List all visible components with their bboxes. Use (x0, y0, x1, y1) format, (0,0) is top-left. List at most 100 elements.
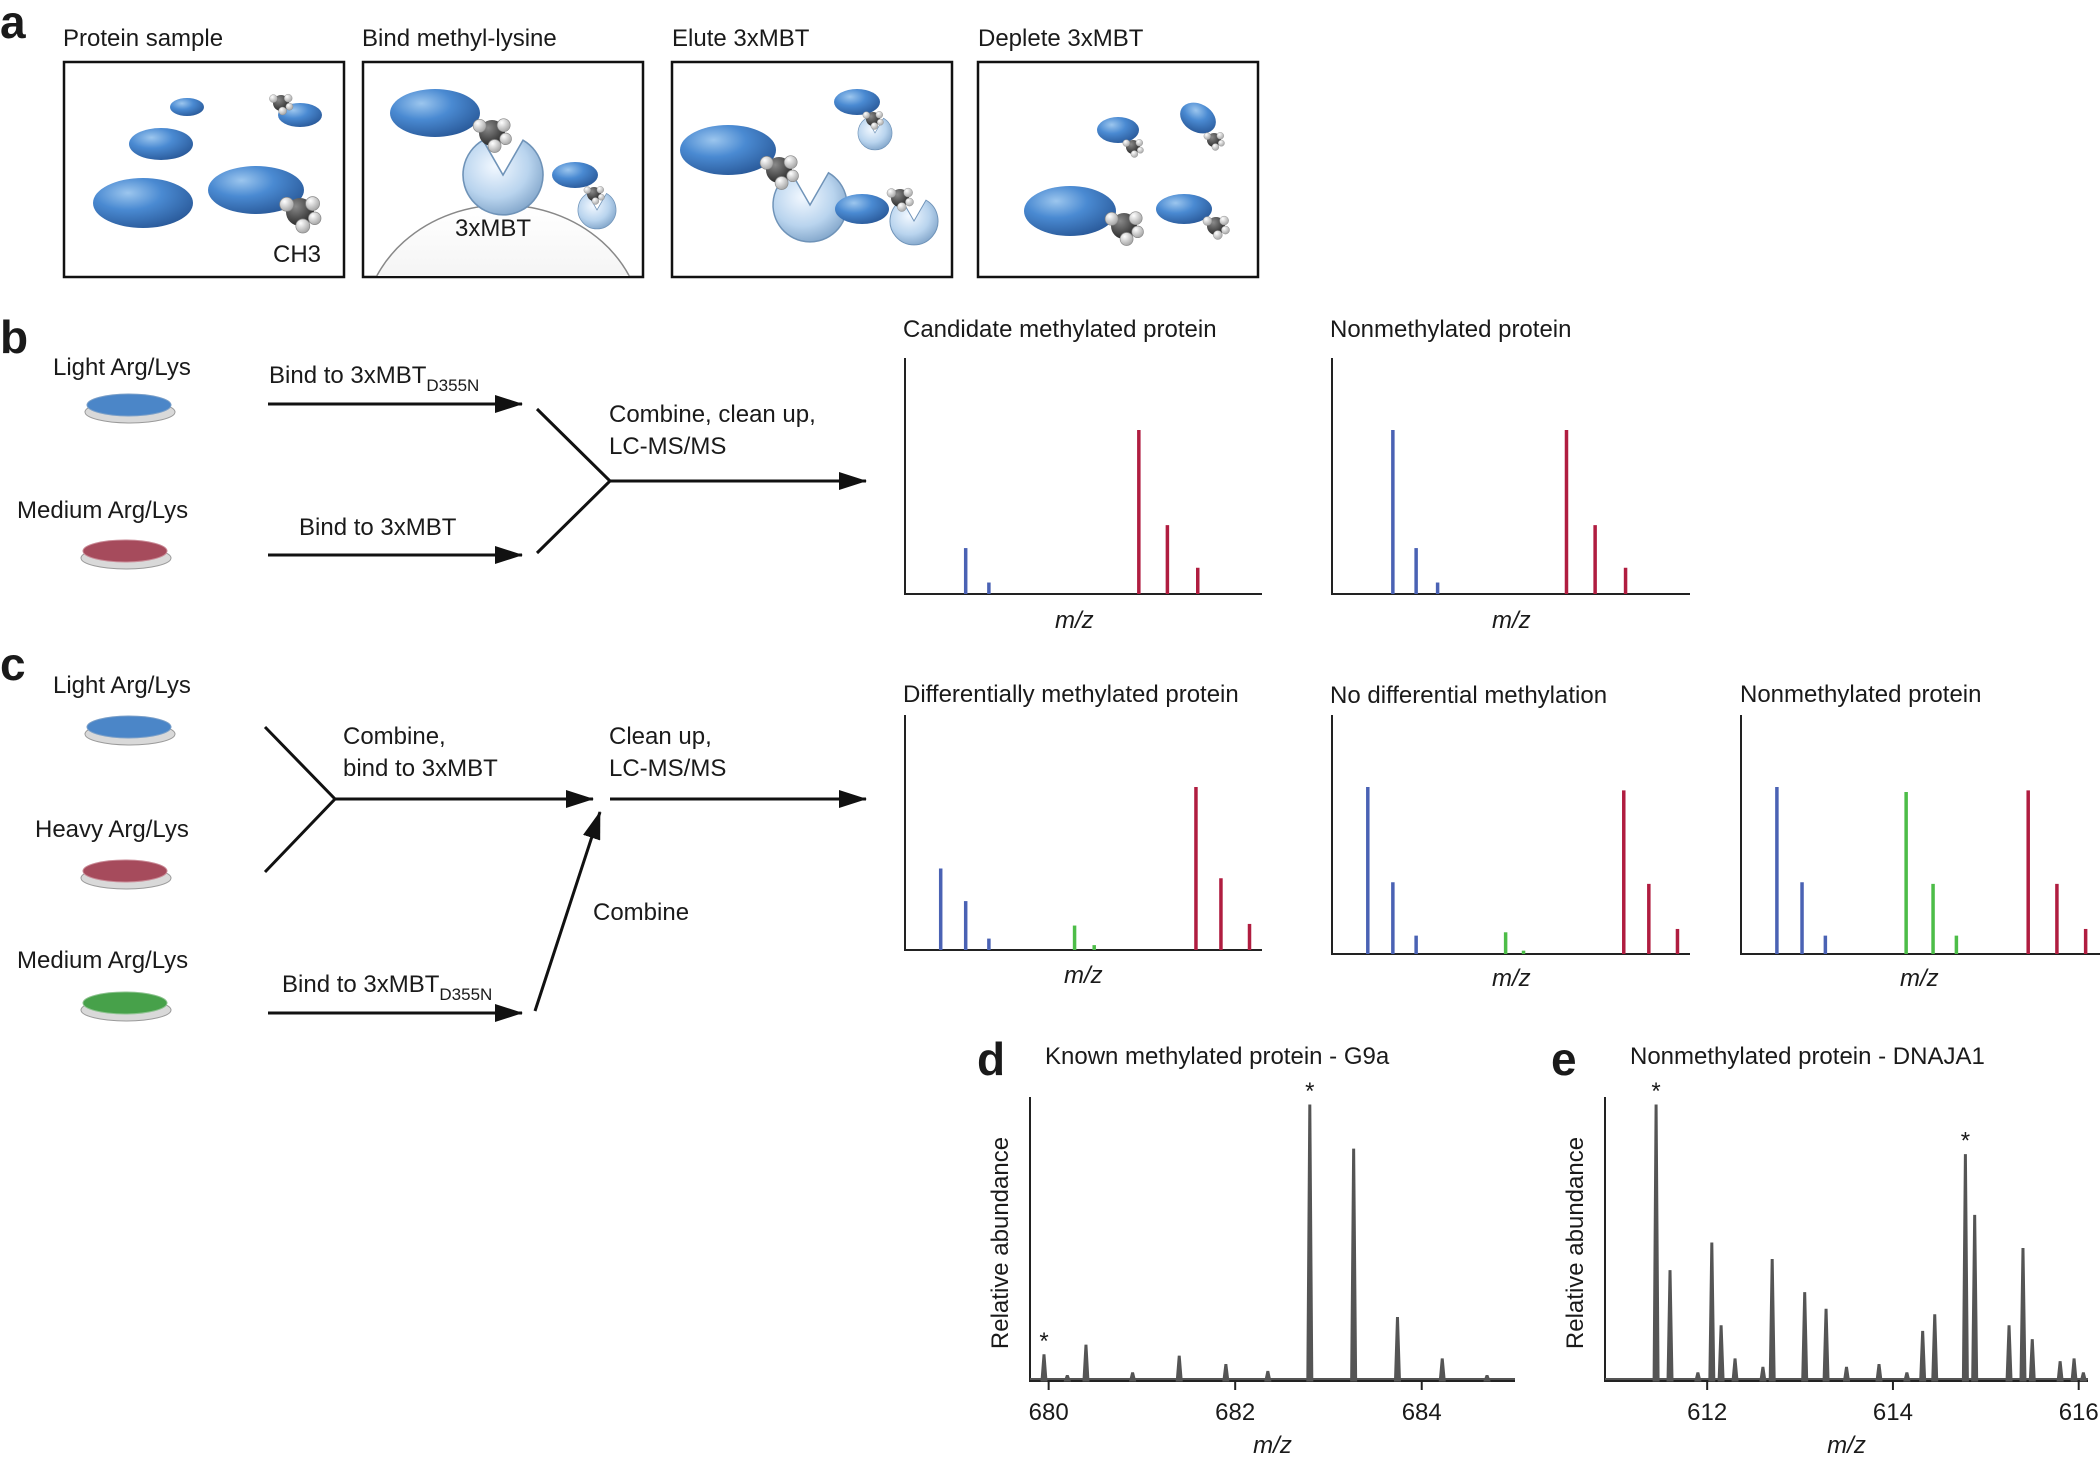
x-tick-label: 616 (2059, 1399, 2099, 1426)
spectrum-peak (2005, 1325, 2013, 1382)
dish-label-heavy-c: Heavy Arg/Lys (35, 816, 189, 843)
peak-star-marker: * (1961, 1128, 1970, 1155)
dish-label-light-c: Light Arg/Lys (53, 672, 191, 699)
plot-b-nonmethylated (1331, 358, 1690, 595)
step-clean-line1: Clean up, (609, 723, 712, 750)
peak-star-marker: * (1305, 1078, 1314, 1105)
spectrum-peak (2079, 1372, 2087, 1382)
spectrum-peak (1708, 1242, 1716, 1382)
xlabel: m/z (1827, 1432, 1866, 1458)
ch3-label: CH3 (273, 241, 321, 268)
step-combine-clean-line2: LC-MS/MS (609, 433, 726, 460)
peak-star-marker: * (1651, 1078, 1660, 1105)
x-tick-label: 614 (1873, 1399, 1913, 1426)
spectrum-peak (1483, 1374, 1491, 1382)
step-bind-3xmbt: Bind to 3xMBT (299, 514, 457, 541)
spectrum-peak (1971, 1214, 1979, 1382)
spectrum-peak (1222, 1363, 1230, 1382)
dish-label-medium-c: Medium Arg/Lys (17, 947, 188, 974)
plot-c-no-differential (1331, 715, 1690, 955)
spectrum-peak (1175, 1355, 1183, 1382)
step-bind-d355n: Bind to 3xMBTD355N (269, 362, 479, 395)
plot-c-nonmethylated (1740, 715, 2100, 955)
plot-title-c3: Nonmethylated protein (1740, 681, 1981, 708)
plot-title-b2: Nonmethylated protein (1330, 316, 1571, 343)
axis (1740, 715, 2100, 955)
box-elute (670, 60, 954, 279)
bead (375, 204, 631, 276)
spectrum-peak (1082, 1344, 1090, 1382)
spectrum-peak (2028, 1339, 2036, 1382)
step-bind-d355n-c: Bind to 3xMBTD355N (282, 971, 492, 1004)
spectrum-peak (1350, 1148, 1358, 1382)
spectrum-peak (1652, 1104, 1660, 1382)
xlabel-b2: m/z (1492, 607, 1531, 634)
plot-title-c1: Differentially methylated protein (903, 681, 1239, 708)
spectrum-peak (1063, 1374, 1072, 1382)
ylabel: Relative abundance (987, 1137, 1014, 1349)
spectrum-peak (1875, 1363, 1883, 1382)
panel-label-a: a (0, 0, 26, 48)
axis (1331, 715, 1690, 955)
plot-b-candidate (904, 358, 1262, 595)
spectrum-peak (1438, 1358, 1446, 1382)
panel-label-e: e (1551, 1033, 1577, 1085)
plot-title-e: Nonmethylated protein - DNAJA1 (1630, 1043, 1985, 1070)
step-combine-c: Combine (593, 899, 689, 926)
peak-star-marker: * (1039, 1328, 1048, 1355)
spectrum-peak (1931, 1314, 1939, 1382)
dish-medium-icon (80, 539, 172, 570)
spectrum-peak (1768, 1259, 1776, 1382)
panel-label-d: d (977, 1033, 1005, 1085)
plot-title-b1: Candidate methylated protein (903, 316, 1217, 343)
spectrum-peak (1801, 1292, 1809, 1382)
xlabel: m/z (1253, 1432, 1292, 1458)
box-protein-sample: CH3 (62, 60, 346, 279)
spectrum-peak (1306, 1104, 1314, 1382)
spectrum-peak (1393, 1317, 1401, 1382)
step-clean-line2: LC-MS/MS (609, 755, 726, 782)
box-title-elute: Elute 3xMBT (672, 25, 810, 52)
spectrum-peak (2056, 1361, 2064, 1382)
step-combine-line2: bind to 3xMBT (343, 755, 498, 782)
box-deplete (976, 60, 1260, 279)
axis (1604, 1097, 2088, 1382)
axis (1029, 1097, 1515, 1382)
dish-label-medium: Medium Arg/Lys (17, 497, 188, 524)
spectrum-peak (2019, 1248, 2027, 1382)
ylabel: Relative abundance (1562, 1137, 1589, 1349)
dish-label-light: Light Arg/Lys (53, 354, 191, 381)
xlabel-c2: m/z (1492, 965, 1531, 992)
box-title-deplete: Deplete 3xMBT (978, 25, 1144, 52)
spectrum-peak (1822, 1308, 1830, 1382)
axis (904, 715, 1262, 951)
spectrum-peak (1666, 1270, 1674, 1382)
3xmbt-bead-label: 3xMBT (455, 215, 531, 242)
combine-bracket (535, 407, 613, 555)
spectrum-peak (1694, 1372, 1702, 1382)
plot-c-differential (904, 715, 1262, 951)
spectrum-peak (1731, 1358, 1739, 1382)
spectrum-peak (1961, 1154, 1969, 1382)
spectrum-peak (1759, 1366, 1767, 1382)
spectrum-peak (1842, 1366, 1851, 1382)
box-bind-methyl-lysine: 3xMBT (361, 60, 645, 279)
box-title-protein-sample: Protein sample (63, 25, 223, 52)
panel-label-b: b (0, 311, 28, 363)
spectrum-peak (1128, 1372, 1137, 1382)
spectrum-peak (1040, 1354, 1048, 1382)
spectrum-peak (1903, 1372, 1911, 1382)
x-tick-label: 682 (1215, 1399, 1255, 1426)
axis (1331, 358, 1690, 595)
plot-title-d: Known methylated protein - G9a (1045, 1043, 1390, 1070)
dish-medium-c-icon (80, 991, 172, 1022)
xlabel-b1: m/z (1055, 607, 1094, 634)
box-title-bind-methyl-lysine: Bind methyl-lysine (362, 25, 557, 52)
panel-label-c: c (0, 638, 26, 690)
combine-bracket-c (263, 725, 338, 874)
x-tick-label: 680 (1029, 1399, 1069, 1426)
axis (904, 358, 1262, 595)
